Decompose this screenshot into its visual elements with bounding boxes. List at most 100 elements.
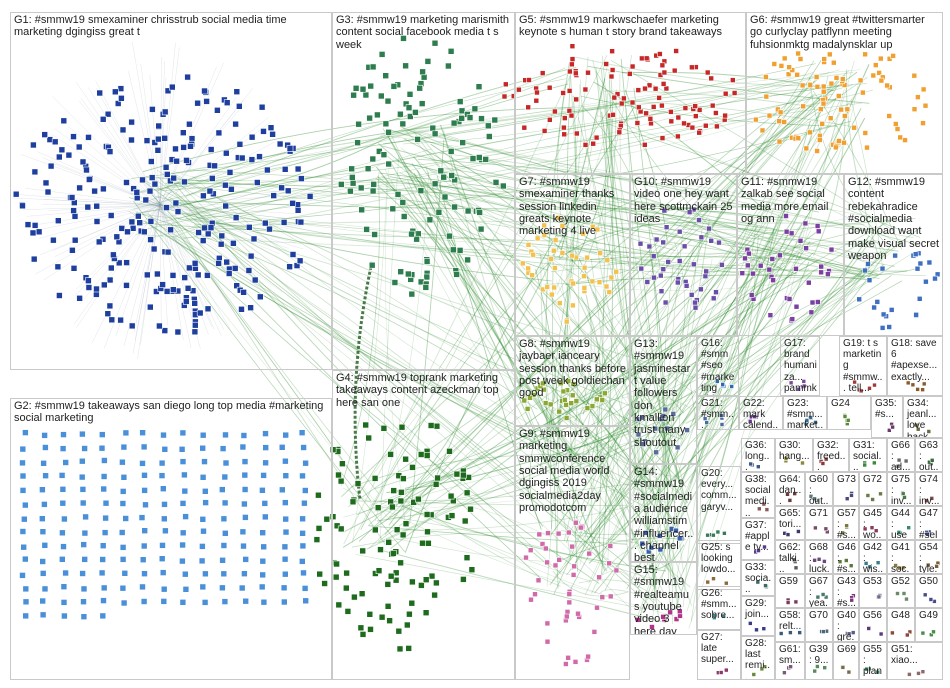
group-panel-g43: G43: #s...	[833, 574, 859, 608]
group-panel-g32: G32: freed...	[813, 438, 849, 472]
group-label: G48	[891, 610, 912, 621]
group-panel-g53: G53	[859, 574, 887, 608]
group-label: G42: wis...	[863, 542, 884, 574]
group-panel-g66: G66: ad...	[887, 438, 915, 472]
group-panel-g58: G58: relt...	[775, 608, 805, 642]
group-panel-g57: G57: #s...	[833, 506, 859, 540]
group-label: G69	[837, 644, 856, 655]
group-label: G6: #smmw19 great #twittersmarter go cur…	[750, 14, 940, 51]
group-panel-g41: G41: soc...	[887, 540, 915, 574]
group-label: G47: #sel...	[919, 508, 940, 540]
group-panel-g72: G72	[859, 472, 887, 506]
group-label: G37: #apple tv...	[745, 520, 772, 554]
group-label: G59	[779, 576, 802, 587]
group-panel-g8: G8: #smmw19 jaybaer ianceary session tha…	[515, 336, 630, 426]
group-label: G70	[809, 610, 830, 621]
group-panel-g56: G56	[859, 608, 887, 642]
group-label: G66: ad...	[891, 440, 912, 472]
group-panel-g54: G54: tyle...	[915, 540, 943, 574]
group-panel-g7: G7: #smmw19 smexaminer thanks session li…	[515, 174, 630, 336]
group-label: G31: social...	[853, 440, 884, 472]
group-panel-g49: G49	[915, 608, 943, 642]
group-panel-g74: G74: inv...	[915, 472, 943, 506]
group-label: G41: soc...	[891, 542, 912, 574]
group-panel-g5: G5: #smmw19 markwschaefer marketing keyn…	[515, 12, 746, 174]
group-label: G62: talki...	[779, 542, 802, 574]
group-panel-g19: G19: t s marketing #smmw... tell...	[839, 336, 887, 396]
group-panel-g50: G50	[915, 574, 943, 608]
group-panel-g12: G12: #smmw19 content rebekahradice #soci…	[844, 174, 943, 336]
group-label: G68: luck...	[809, 542, 830, 574]
group-label: G7: #smmw19 smexaminer thanks session li…	[519, 176, 627, 238]
group-label: G51: xiao...	[891, 644, 940, 666]
group-label: G71	[809, 508, 830, 519]
group-panel-g6: G6: #smmw19 great #twittersmarter go cur…	[746, 12, 943, 174]
group-panel-g10: G10: #smmw19 video one hey want here sco…	[630, 174, 737, 336]
group-label: G8: #smmw19 jaybaer ianceary session tha…	[519, 338, 627, 400]
group-panel-g40: G40: gre...	[833, 608, 859, 642]
group-label: G19: t s marketing #smmw... tell...	[843, 338, 884, 394]
group-panel-g16: G16: #smm #seo #marketing #blog	[697, 336, 739, 396]
group-panel-g62: G62: talki...	[775, 540, 805, 574]
group-label: G12: #smmw19 content rebekahradice #soci…	[848, 176, 940, 262]
group-panel-g37: G37: #apple tv...	[741, 518, 775, 560]
group-panel-g9: G9: #smmw19 marketing smmwconference soc…	[515, 426, 630, 680]
group-panel-g1: G1: #smmw19 smexaminer chrisstrub social…	[10, 12, 332, 370]
group-panel-g75: G75: inv...	[887, 472, 915, 506]
group-panel-g65: G65: tori...	[775, 506, 805, 540]
group-label: G35: #s...	[875, 398, 900, 420]
group-label: G50	[919, 576, 940, 587]
group-panel-g2: G2: #smmw19 takeaways san diego long top…	[10, 398, 332, 680]
group-panel-g24: G24	[827, 396, 871, 430]
group-label: G22: mark calend...	[743, 398, 780, 430]
group-label: G67: yea...	[809, 576, 830, 608]
group-label: G3: #smmw19 marketing marismith content …	[336, 14, 512, 51]
group-panel-g11: G11: #smmw19 zalkab see social media mor…	[737, 174, 844, 336]
group-panel-g18: G18: save 6 #apexse... exactly...	[887, 336, 943, 396]
group-label: G13: #smmw19 jasminestar t value followe…	[634, 338, 694, 449]
group-label: G74: inv...	[919, 474, 940, 506]
group-panel-g36: G36: long...	[741, 438, 775, 472]
group-label: G27: late super...	[701, 632, 738, 666]
group-label: G15: #smmw19 #realteamus youtube video 3…	[634, 564, 694, 635]
group-panel-g31: G31: social...	[849, 438, 887, 472]
group-label: G11: #smmw19 zalkab see social media mor…	[741, 176, 841, 225]
group-label: G1: #smmw19 smexaminer chrisstrub social…	[14, 14, 329, 39]
group-panel-g22: G22: mark calend...	[739, 396, 783, 430]
group-panel-g26: G26: #smm... sobre...	[697, 586, 741, 630]
group-panel-g20: G20: every... comm... garyv...	[697, 466, 741, 544]
group-panel-g44: G44: used s...	[887, 506, 915, 540]
group-panel-g42: G42: wis...	[859, 540, 887, 574]
group-panel-g27: G27: late super...	[697, 630, 741, 680]
group-label: G36: long...	[745, 440, 772, 472]
group-label: G9: #smmw19 marketing smmwconference soc…	[519, 428, 627, 514]
group-label: G39: 9...	[809, 644, 830, 666]
group-panel-g63: G63: out...	[915, 438, 943, 472]
group-panel-g47: G47: #sel...	[915, 506, 943, 540]
group-panel-g46: G46: #s...	[833, 540, 859, 574]
group-panel-g14: G14: #smmw19 #socialmedia audience willi…	[630, 464, 697, 562]
group-panel-g51: G51: xiao...	[887, 642, 943, 680]
group-label: G20: every... comm... garyv...	[701, 468, 738, 513]
group-panel-g35: G35: #s...	[871, 396, 903, 438]
group-label: G58: relt...	[779, 610, 802, 632]
group-panel-g4: G4: #smmw19 toprank marketing takeaways …	[332, 370, 515, 680]
group-label: G45: wo...	[863, 508, 884, 540]
group-label: G64: dan...	[779, 474, 802, 506]
group-label: G16: #smm #seo #marketing #blog	[701, 338, 736, 396]
group-label: G14: #smmw19 #socialmedia audience willi…	[634, 466, 694, 562]
group-label: G17: brand humaniza... pammktg...	[784, 338, 817, 396]
group-panel-g67: G67: yea...	[805, 574, 833, 608]
group-label: G38: social medi...	[745, 474, 772, 518]
group-label: G43: #s...	[837, 576, 856, 608]
group-panel-g34: G34: jeanl... love back...	[903, 396, 943, 438]
group-panel-g33: G33: socia...	[741, 560, 775, 596]
group-label: G4: #smmw19 toprank marketing takeaways …	[336, 372, 512, 409]
group-panel-g70: G70	[805, 608, 833, 642]
group-label: G26: #smm... sobre...	[701, 588, 738, 622]
group-label: G55: plan...	[863, 644, 884, 680]
group-panel-g69: G69	[833, 642, 859, 680]
group-panel-g48: G48	[887, 608, 915, 642]
group-label: G44: used s...	[891, 508, 912, 540]
